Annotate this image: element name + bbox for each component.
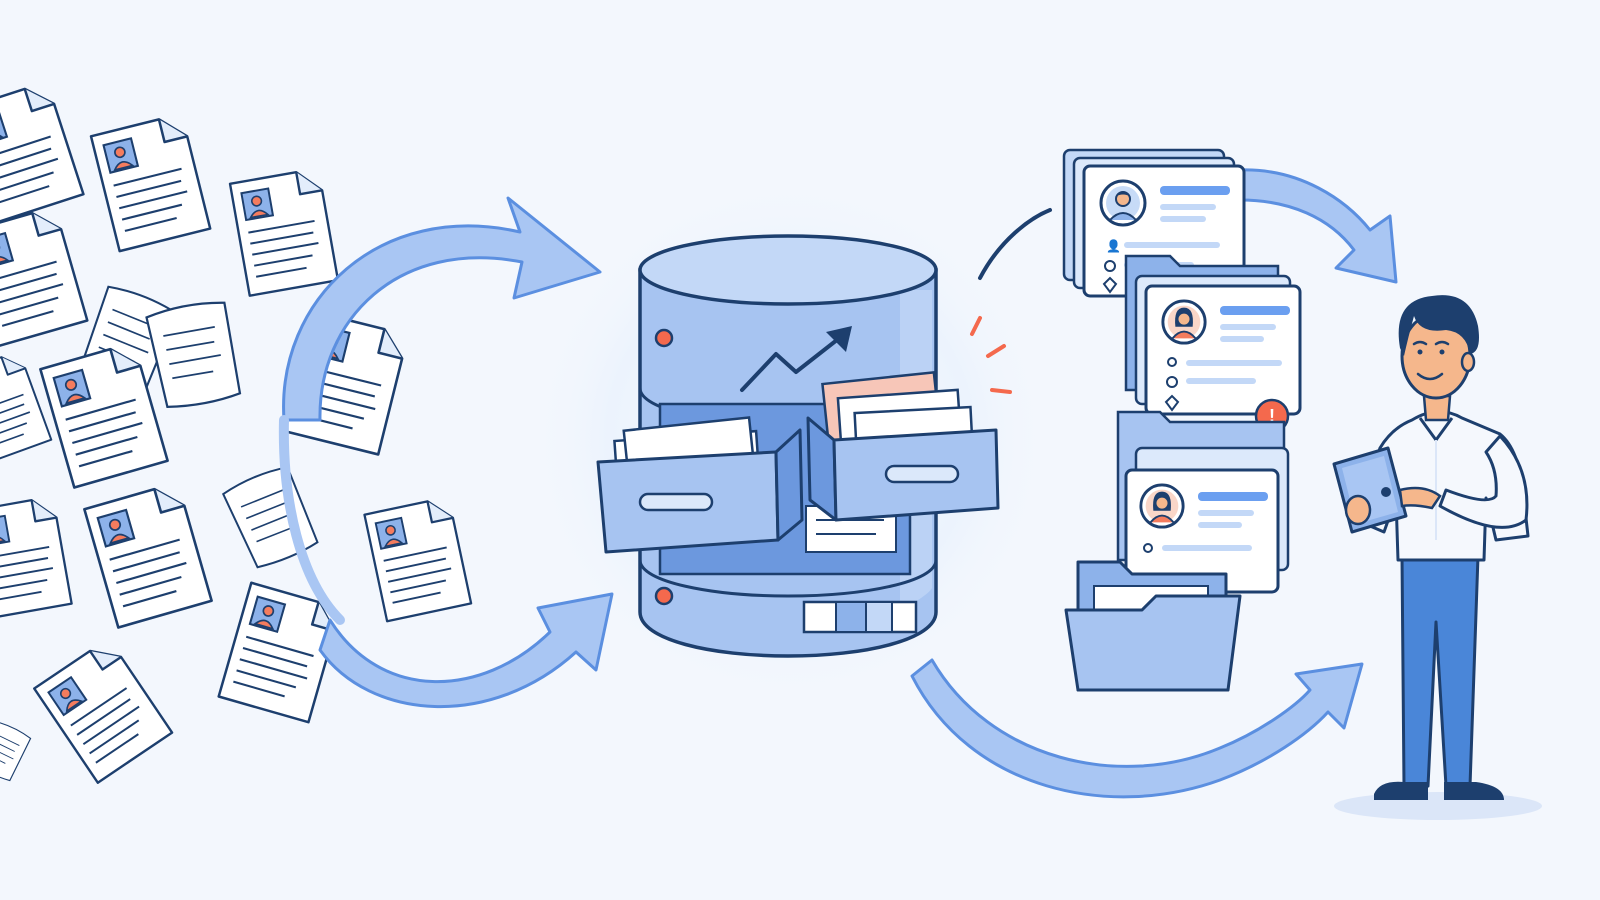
resume-document-icon: [32, 637, 174, 785]
arm-right: [1438, 434, 1529, 529]
spark-lines: [970, 316, 1012, 394]
trend-up-icon: [740, 334, 844, 392]
resume-document-icon: [0, 495, 73, 620]
ground-shadow: [1334, 792, 1542, 820]
arrow-thin-upper: [978, 208, 1052, 280]
drawer-handle: [884, 464, 960, 484]
person-with-tablet-icon: [1332, 295, 1542, 820]
pants: [1400, 554, 1480, 788]
arrow-lower-right: [910, 658, 1364, 799]
output-arrows: [910, 168, 1398, 799]
alert-badge-text: !: [1269, 406, 1275, 426]
open-folder-icon: [1064, 560, 1242, 692]
arrow-connector: [278, 415, 345, 625]
trend-arrowhead: [826, 326, 852, 352]
arrow-upper-left: [282, 196, 602, 422]
person-icon: [1143, 543, 1153, 553]
resume-document-icon: [83, 481, 213, 629]
organized-profiles: 👤 !: [1062, 148, 1302, 692]
arrow-lower-left: [318, 592, 614, 708]
hand-right: [1398, 486, 1442, 510]
clock-icon: [1166, 376, 1178, 388]
loose-page-icon: [0, 719, 33, 784]
intake-arrows: [278, 196, 614, 708]
person-icon: 👤: [1106, 239, 1121, 253]
indicator-light: [654, 328, 674, 348]
arrow-upper-right: [1238, 168, 1398, 284]
profile-card: !: [1134, 274, 1302, 434]
hand-left: [1344, 494, 1372, 526]
female-avatar-icon: [1161, 299, 1207, 345]
resume-document-icon: [363, 495, 473, 623]
hair: [1398, 295, 1479, 356]
female-avatar-icon: [1139, 483, 1185, 529]
drawer-handle: [638, 492, 714, 512]
indicator-light: [654, 586, 674, 606]
gem-icon: [1164, 394, 1180, 412]
shoe-left: [1374, 781, 1428, 800]
resume-document-icon: [89, 112, 212, 253]
resume-document-icon: [0, 80, 85, 225]
resume-document-icon: [0, 205, 89, 348]
clock-icon: [1104, 260, 1116, 272]
resume-document-icon: [228, 167, 340, 297]
male-avatar-icon: [1099, 179, 1147, 227]
gem-icon: [1102, 276, 1118, 294]
person-icon: [1167, 357, 1177, 367]
file-drawer-left: [596, 416, 804, 554]
file-drawer-right: [806, 370, 1000, 522]
profile-card: [1124, 446, 1290, 594]
loose-page-icon: [144, 296, 246, 413]
shoe-right: [1444, 782, 1504, 800]
